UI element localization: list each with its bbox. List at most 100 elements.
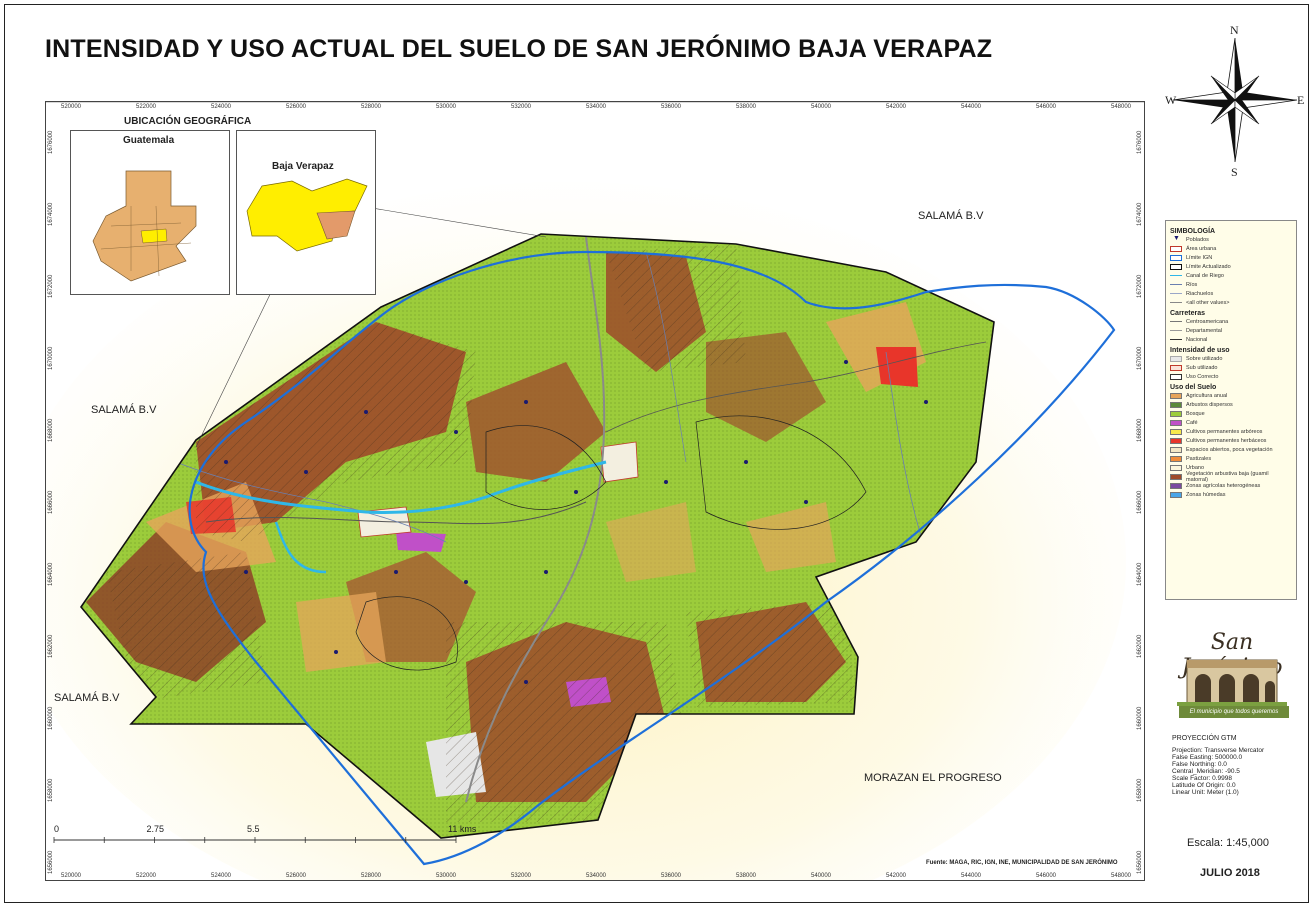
map-date: JULIO 2018 <box>1200 867 1260 879</box>
grid-x-tick: 534000 <box>586 104 607 110</box>
projection-line: Linear Unit: Meter (1.0) <box>1172 789 1239 796</box>
grid-x-tick: 520000 <box>61 873 82 879</box>
legend-item: Área urbana <box>1170 244 1292 253</box>
legend-item: Urbano <box>1170 463 1292 472</box>
legend-item: Límite IGN <box>1170 253 1292 262</box>
label-salama-w: SALAMÁ B.V <box>91 404 157 416</box>
legend-item: Bosque <box>1170 409 1292 418</box>
legend-item: Cultivos permanentes arbóreos <box>1170 427 1292 436</box>
grid-y-tick: 1674000 <box>1137 202 1143 226</box>
grid-y-tick: 1662000 <box>48 634 54 658</box>
legend-line-swatch <box>1170 302 1182 303</box>
grid-x-tick: 542000 <box>886 873 907 879</box>
legend-item-label: Límite IGN <box>1186 254 1213 261</box>
legend-item-label: Bosque <box>1186 410 1205 417</box>
label-morazan: MORAZAN EL PROGRESO <box>864 772 1002 784</box>
legend-item: Cultivos permanentes herbáceos <box>1170 436 1292 445</box>
map-title: INTENSIDAD Y USO ACTUAL DEL SUELO DE SAN… <box>45 35 993 63</box>
grid-x-tick: 528000 <box>361 873 382 879</box>
map-scale-text: Escala: 1:45,000 <box>1187 837 1269 849</box>
scale-bar-label: 11 kms <box>448 824 477 834</box>
legend-item-label: Sobre utilizado <box>1186 355 1223 362</box>
legend-color-swatch <box>1170 491 1182 498</box>
legend-item: ▼Poblados <box>1170 235 1292 244</box>
legend-color-swatch <box>1170 473 1182 480</box>
grid-y-tick: 1670000 <box>48 346 54 370</box>
label-salama-ne: SALAMÁ B.V <box>918 210 984 222</box>
legend-item: Zonas húmedas <box>1170 490 1292 499</box>
legend-item: Agricultura anual <box>1170 391 1292 400</box>
projection-title: PROYECCIÓN GTM <box>1172 735 1237 742</box>
grid-y-tick: 1658000 <box>1137 778 1143 802</box>
legend-item: Pastizales <box>1170 454 1292 463</box>
grid-x-tick: 548000 <box>1111 104 1132 110</box>
legend-item-label: Zonas húmedas <box>1186 491 1226 498</box>
grid-y-tick: 1672000 <box>1137 274 1143 298</box>
legend-item: Canal de Riego <box>1170 271 1292 280</box>
grid-x-tick: 526000 <box>286 104 307 110</box>
legend-item: Sobre utilizado <box>1170 354 1292 363</box>
projection-line: Latitude Of Origin: 0.0 <box>1172 782 1236 789</box>
legend-color-swatch <box>1170 263 1182 270</box>
compass-north: N <box>1230 23 1239 37</box>
grid-y-tick: 1664000 <box>48 562 54 586</box>
legend-color-swatch <box>1170 446 1182 453</box>
legend-item-label: Cultivos permanentes arbóreos <box>1186 428 1263 435</box>
label-salama-sw: SALAMÁ B.V <box>54 692 120 704</box>
legend-item: Sub utilizado <box>1170 363 1292 372</box>
grid-y-tick: 1660000 <box>48 706 54 730</box>
grid-x-tick: 536000 <box>661 104 682 110</box>
grid-x-tick: 546000 <box>1036 873 1057 879</box>
legend-item-label: Vegetación arbustiva baja (guamil matorr… <box>1186 470 1269 483</box>
grid-x-tick: 544000 <box>961 104 982 110</box>
grid-x-tick: 538000 <box>736 873 757 879</box>
legend-line-swatch <box>1170 293 1182 294</box>
legend-item-label: Espacios abiertos, poca vegetación <box>1186 446 1273 453</box>
inset-guatemala-label: Guatemala <box>123 135 175 146</box>
grid-y-tick: 1660000 <box>1137 706 1143 730</box>
legend-color-swatch <box>1170 364 1182 371</box>
legend-item-label: Nacional <box>1186 336 1208 343</box>
legend-line-swatch <box>1170 321 1182 322</box>
legend-color-swatch <box>1170 455 1182 462</box>
scale-bar-label: 5.5 <box>247 824 260 834</box>
grid-x-tick: 524000 <box>211 104 232 110</box>
legend-color-swatch <box>1170 437 1182 444</box>
grid-y-tick: 1668000 <box>1137 418 1143 442</box>
grid-y-tick: 1666000 <box>48 490 54 514</box>
scale-bar <box>53 837 457 843</box>
north-arrow: N S W E <box>1165 23 1305 179</box>
legend-item-label: Riachuelos <box>1186 290 1214 297</box>
legend-item-label: Límite Actualizado <box>1186 263 1231 270</box>
municipality-logo: San Jerónimo El municipio que todos quer… <box>1167 630 1297 720</box>
legend-line-swatch <box>1170 330 1182 331</box>
legend-item: Centroamericana <box>1170 317 1292 326</box>
grid-y-tick: 1658000 <box>48 778 54 802</box>
data-source: Fuente: MAGA, RIC, IGN, INE, MUNICIPALID… <box>926 860 1118 866</box>
legend-color-swatch <box>1170 392 1182 399</box>
grid-x-tick: 536000 <box>661 873 682 879</box>
municipality-boundary <box>79 233 995 839</box>
grid-y-tick: 1668000 <box>48 418 54 442</box>
grid-x-tick: 522000 <box>136 873 157 879</box>
projection-line: Scale Factor: 0.9998 <box>1172 775 1232 782</box>
grid-y-tick: 1676000 <box>48 130 54 154</box>
compass-south: S <box>1231 165 1238 179</box>
legend-item: Uso Correcto <box>1170 372 1292 381</box>
inset-guatemala: Guatemala <box>70 130 230 295</box>
legend-color-swatch <box>1170 401 1182 408</box>
inset-heading: UBICACIÓN GEOGRÁFICA <box>124 116 252 127</box>
grid-x-tick: 544000 <box>961 873 982 879</box>
legend-item-label: Área urbana <box>1186 245 1217 252</box>
legend-item-label: Pastizales <box>1186 455 1212 462</box>
map-canvas <box>46 102 1144 880</box>
legend-color-swatch <box>1170 410 1182 417</box>
legend-item-label: Cultivos permanentes herbáceos <box>1186 437 1267 444</box>
settlement-marker-icon: ▼ <box>1173 234 1180 242</box>
legend-color-swatch <box>1170 355 1182 362</box>
legend-color-swatch <box>1170 254 1182 261</box>
legend-item-label: Departamental <box>1186 327 1223 334</box>
